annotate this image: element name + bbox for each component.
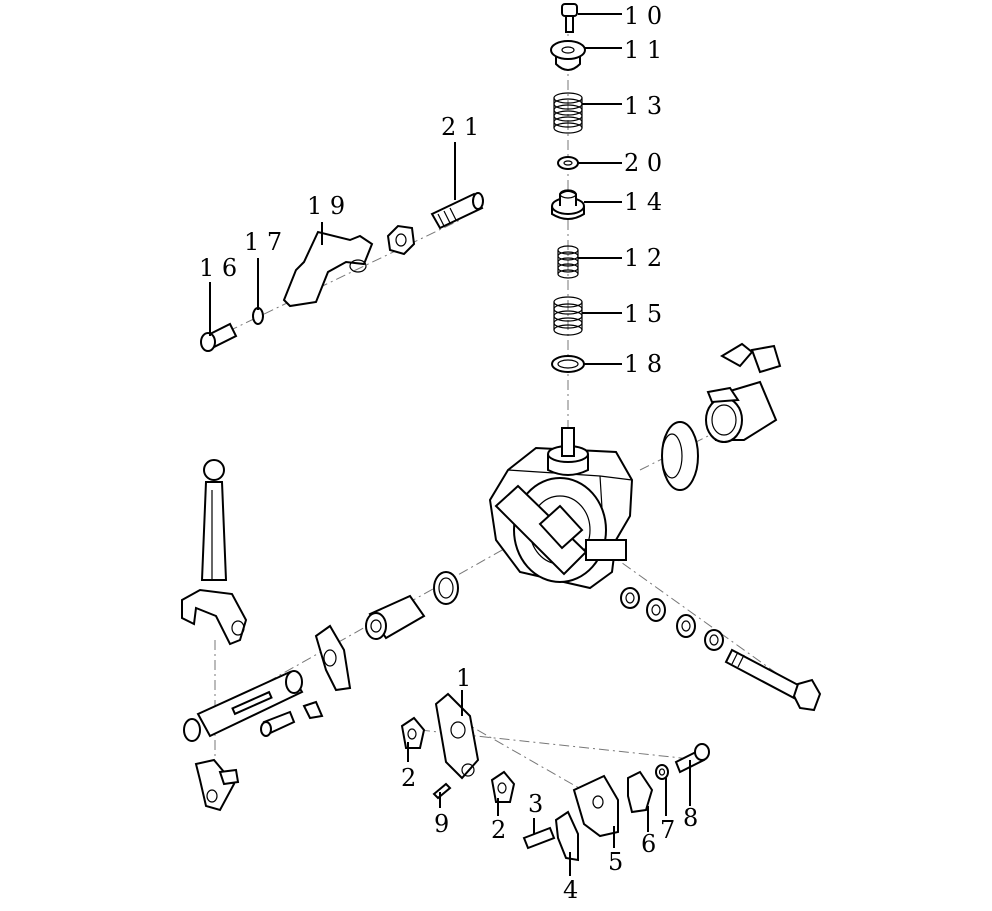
plate-part-2-left (400, 716, 426, 749)
bracket-part-5 (572, 774, 619, 838)
bolt-part-16 (200, 322, 238, 352)
lower-lever (194, 758, 240, 812)
long-bolt (724, 648, 822, 712)
callout-21: 2 1 (441, 113, 479, 141)
cap-part-11 (550, 40, 586, 71)
callout-11: 1 1 (624, 36, 662, 64)
clip (302, 700, 324, 720)
callout-20: 2 0 (624, 149, 662, 177)
washer-part-7 (655, 764, 669, 780)
callout-2-left: 2 (401, 764, 416, 792)
lever-part-1 (434, 692, 480, 780)
callout-13: 1 3 (624, 92, 662, 120)
callout-15: 1 5 (624, 300, 662, 328)
key-parts (720, 342, 782, 374)
leader-lines (209, 13, 691, 876)
callout-9: 9 (434, 810, 449, 838)
spring-part-15 (553, 296, 583, 336)
pin-part-9 (432, 782, 452, 800)
callout-4: 4 (563, 876, 578, 904)
ring-part (661, 421, 699, 491)
callout-labels: 1 0 1 1 1 3 2 0 1 4 1 2 1 5 1 8 2 1 1 9 … (199, 2, 698, 904)
nut-part (386, 224, 416, 256)
spring-part-12 (557, 245, 579, 279)
shaft (183, 670, 304, 742)
callout-5: 5 (608, 848, 623, 876)
central-housing (488, 427, 634, 590)
snap-ring (433, 571, 459, 605)
callout-10: 1 0 (624, 2, 662, 30)
ring-part-18 (551, 355, 585, 373)
callout-1: 1 (456, 664, 471, 692)
bushing (365, 594, 426, 640)
callout-3: 3 (528, 790, 543, 818)
small-bolt (260, 710, 296, 737)
screw-part-10 (561, 3, 578, 33)
washer-part-20 (557, 156, 579, 170)
callout-16: 1 6 (199, 254, 237, 282)
callout-2-right: 2 (491, 816, 506, 844)
callout-6: 6 (641, 830, 656, 858)
washer-stack (620, 587, 724, 651)
plate-part-4 (554, 810, 579, 862)
plate-bracket (314, 624, 352, 692)
bracket-part-19 (282, 230, 374, 308)
callout-12: 1 2 (624, 244, 662, 272)
callout-18: 1 8 (624, 350, 662, 378)
stud-part-21 (430, 192, 484, 230)
fork-lever (181, 459, 248, 646)
spring-part-13 (553, 92, 583, 134)
pin-part-3 (522, 826, 556, 850)
callout-8: 8 (683, 804, 698, 832)
cup-part-14 (551, 189, 585, 220)
callout-7: 7 (660, 816, 675, 844)
washer-part-17 (252, 307, 264, 325)
callout-17: 1 7 (244, 228, 282, 256)
plate-part-2-right (490, 770, 516, 803)
callout-19: 1 9 (307, 192, 345, 220)
block-part-6 (627, 770, 654, 814)
sleeve-part (705, 380, 778, 443)
callout-14: 1 4 (624, 188, 662, 216)
